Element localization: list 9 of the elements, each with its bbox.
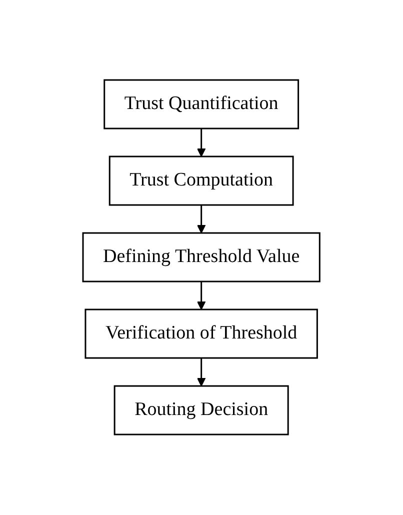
node-box: Trust Computation (109, 156, 294, 206)
node-box: Routing Decision (114, 386, 290, 436)
node-box: Defining Threshold Value (82, 232, 321, 282)
arrow (197, 358, 206, 387)
arrow (197, 128, 206, 158)
node-box: Trust Quantification (104, 80, 300, 130)
node-box: Verification of Threshold (84, 309, 318, 359)
arrow (197, 205, 206, 234)
arrow (197, 282, 206, 310)
